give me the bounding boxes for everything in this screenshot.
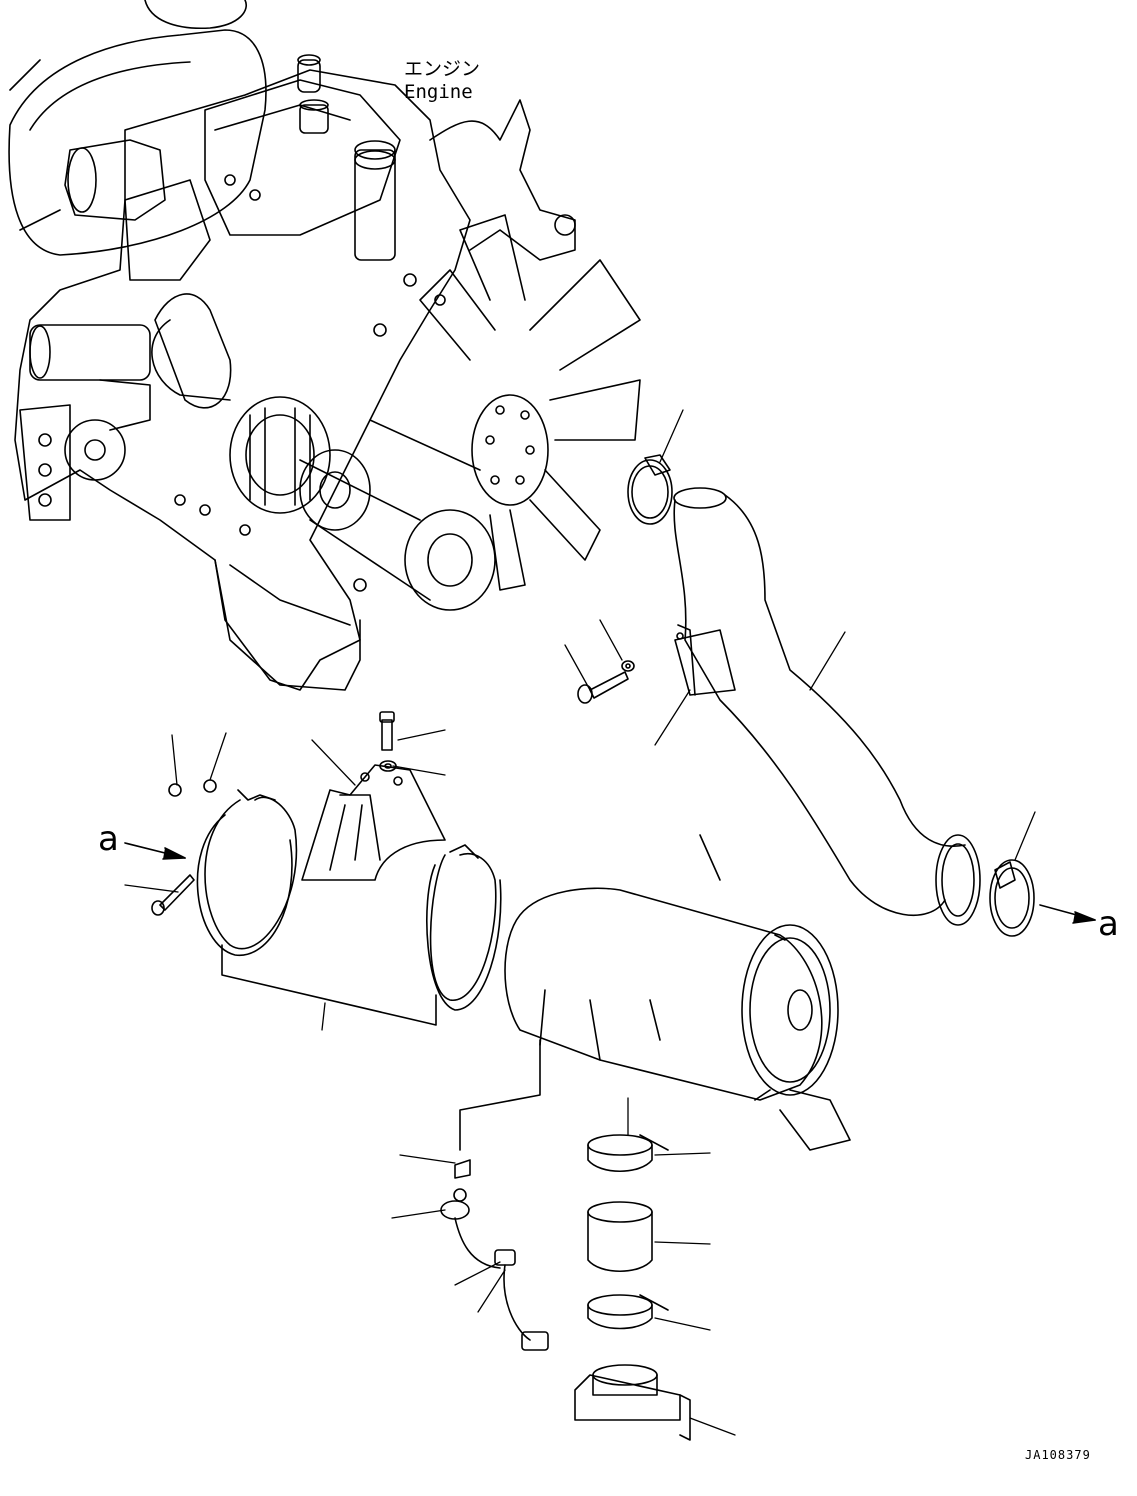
sensor-harness xyxy=(440,1039,549,1351)
flow-arrow-right xyxy=(1039,904,1096,924)
engine-label-en: Engine xyxy=(404,81,473,103)
air-cleaner xyxy=(504,887,851,1151)
ref-mark-left: a xyxy=(98,819,119,859)
lower-clamp-2 xyxy=(587,1294,669,1330)
band-bolt xyxy=(151,874,195,916)
air-intake-hose xyxy=(673,487,981,926)
cleaner-band-right xyxy=(426,844,502,1011)
drawing-code: JA108379 xyxy=(1025,1448,1091,1462)
hose-clamp-upper xyxy=(627,454,673,525)
rubber-hose-short xyxy=(587,1201,653,1272)
hose-bolt xyxy=(577,660,635,704)
engine-assembly xyxy=(8,0,641,691)
lower-clamp-1 xyxy=(587,1134,669,1172)
cleaner-mount-bracket xyxy=(301,711,446,881)
hose-clamp-lower xyxy=(989,859,1035,937)
band-bracket-line xyxy=(221,944,437,1026)
cleaner-band-left xyxy=(168,779,298,956)
ref-mark-right: a xyxy=(1098,904,1119,944)
flow-arrow-left xyxy=(124,842,186,860)
engine-label-jp: エンジン xyxy=(404,58,480,80)
intake-cap-bracket xyxy=(574,1364,691,1441)
leader-lines xyxy=(124,409,1036,1436)
